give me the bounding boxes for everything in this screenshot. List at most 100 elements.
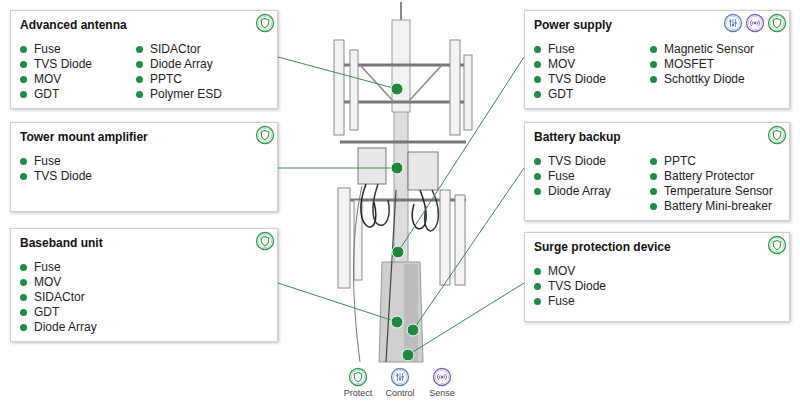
part-column: Magnetic SensorMOSFETSchottky Diode (650, 42, 783, 102)
location-dot (407, 324, 419, 336)
shield-symbol (261, 131, 269, 141)
part-name: Fuse (534, 42, 650, 57)
radio-unit (408, 152, 438, 190)
icon-ring (770, 238, 783, 251)
part-columns: TVS DiodeFuseDiode ArrayPPTCBattery Prot… (534, 154, 783, 214)
box-heading: Baseband unit (20, 235, 271, 251)
icon-ring (770, 16, 783, 29)
part-columns: MOVTVS DiodeFuse (534, 264, 783, 309)
sense-icon (747, 15, 764, 32)
cable (354, 186, 363, 362)
icon-ring (351, 370, 364, 383)
leader-line (278, 57, 397, 89)
icon-ring (258, 234, 271, 247)
protect-icon (257, 127, 274, 144)
part-column: FuseTVS DiodeMOVGDT (20, 42, 136, 102)
slider-symbol (400, 373, 401, 381)
icon-ring (769, 15, 786, 32)
protect-icon (767, 13, 787, 33)
part-columns: FuseTVS DiodeMOVGDTSIDACtorDiode ArrayPP… (20, 42, 271, 102)
shield-symbol (773, 131, 781, 141)
sense-dot (754, 22, 756, 24)
wave-symbol (443, 375, 445, 379)
part-name: MOV (534, 264, 650, 279)
icon-ring (258, 16, 271, 29)
part-column: FuseMOVSIDACtorGDTDiode Array (20, 260, 136, 335)
legend-icon (390, 367, 410, 387)
part-name: TVS Diode (20, 57, 136, 72)
box-heading: Surge protection device (534, 239, 783, 255)
shield-symbol (773, 241, 781, 251)
part-name: MOSFET (650, 57, 783, 72)
part-name: Schottky Diode (650, 72, 783, 87)
callout-box: Power supplyFuseMOVTVS DiodeGDTMagnetic … (524, 10, 790, 109)
protect-icon (255, 13, 275, 33)
wave-symbol (445, 374, 446, 380)
shield-symbol (261, 237, 269, 247)
protect-icon (769, 127, 786, 144)
protect-icon (769, 15, 786, 32)
protect-icon (767, 235, 787, 255)
icon-ring (257, 127, 274, 144)
part-name: MOV (20, 275, 136, 290)
tower-base-shade (404, 264, 418, 361)
legend-label: Protect (333, 388, 383, 399)
icon-ring (769, 127, 786, 144)
part-name: Diode Array (20, 320, 136, 335)
callout-box: Battery backupTVS DiodeFuseDiode ArrayPP… (524, 122, 790, 221)
antenna-panel (334, 40, 344, 135)
protect-icon (769, 237, 786, 254)
part-name: Polymer ESD (136, 87, 271, 102)
part-name: Fuse (534, 294, 650, 309)
callout-box: Baseband unitFuseMOVSIDACtorGDTDiode Arr… (10, 228, 278, 342)
wave-symbol (758, 20, 759, 26)
box-heading: Tower mount amplifier (20, 129, 271, 145)
icon-ring (726, 16, 739, 29)
location-dot (392, 246, 404, 258)
part-name: GDT (20, 305, 136, 320)
legend-icon (432, 367, 452, 387)
part-columns: FuseTVS Diode (20, 154, 271, 184)
icon-ring (435, 370, 448, 383)
icon-ring (748, 16, 761, 29)
protect-icon (257, 233, 274, 250)
protect-icon (257, 15, 274, 32)
sense-icon (434, 369, 451, 386)
antenna-panel (350, 50, 358, 130)
protect-icon (255, 231, 275, 251)
location-dot (391, 83, 403, 95)
part-columns: FuseMOVSIDACtorGDTDiode Array (20, 260, 271, 335)
location-dot (391, 162, 403, 174)
part-name: TVS Diode (20, 169, 136, 184)
callout-box: Tower mount amplifierFuseTVS Diode (10, 122, 278, 212)
wave-symbol (439, 375, 441, 379)
part-name: MOV (534, 57, 650, 72)
part-name: Fuse (20, 260, 136, 275)
part-column: TVS DiodeFuseDiode Array (534, 154, 650, 214)
part-name: Temperature Sensor (650, 184, 783, 199)
shield-symbol (261, 19, 269, 29)
cable (412, 190, 426, 229)
slider-knob (732, 24, 734, 26)
box-heading: Advanced antenna (20, 17, 271, 33)
part-column: MOVTVS DiodeFuse (534, 264, 650, 309)
callout-box: Advanced antennaFuseTVS DiodeMOVGDTSIDAC… (10, 10, 278, 109)
radio-unit (358, 148, 386, 184)
legend-item: Control (375, 367, 425, 399)
location-dots (391, 83, 419, 361)
icon-ring (725, 15, 742, 32)
location-dot (402, 349, 414, 361)
part-name: MOV (20, 72, 136, 87)
shield-symbol (773, 19, 781, 29)
box-heading: Power supply (534, 17, 783, 33)
part-column: FuseTVS Diode (20, 154, 136, 184)
slider-knob (735, 22, 737, 24)
legend-item: Sense (417, 367, 467, 399)
icon-ring (770, 128, 783, 141)
leader-line (398, 57, 524, 252)
shield-symbol (354, 373, 362, 383)
slider-knob (729, 21, 731, 23)
protect-icon (255, 125, 275, 145)
part-name: Battery Protector (650, 169, 783, 184)
